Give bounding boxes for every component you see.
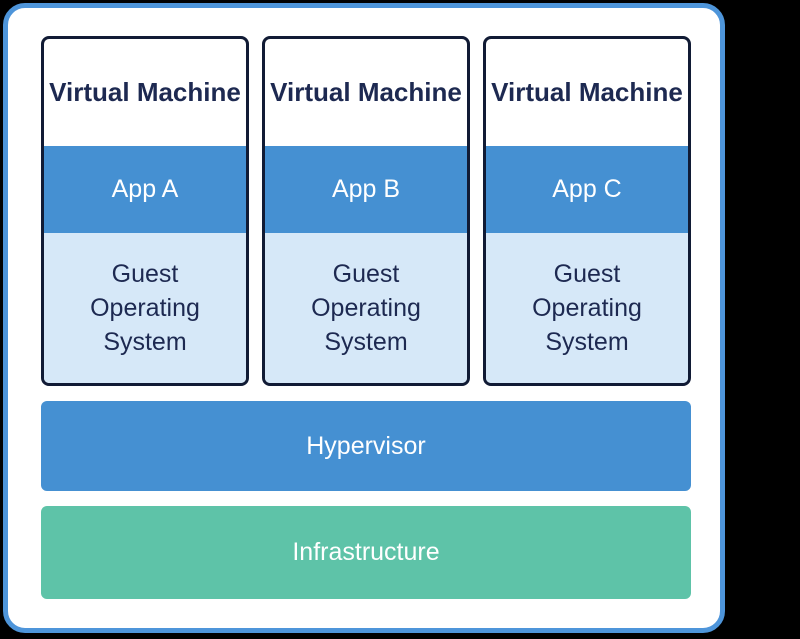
guest-os-block: Guest Operating System	[486, 233, 688, 383]
vm-row: Virtual Machine App A Guest Operating Sy…	[41, 36, 691, 386]
vm-title: Virtual Machine	[49, 77, 241, 107]
vm-box-2: Virtual Machine App B Guest Operating Sy…	[262, 36, 470, 386]
vm-title: Virtual Machine	[270, 77, 462, 107]
guest-os-label: Guest Operating System	[311, 260, 421, 356]
guest-os-block: Guest Operating System	[44, 233, 246, 383]
app-a-block: App A	[44, 146, 246, 233]
app-b-block: App B	[265, 146, 467, 233]
guest-os-label: Guest Operating System	[90, 260, 200, 356]
diagram-card: Virtual Machine App A Guest Operating Sy…	[3, 3, 725, 633]
vm-box-3: Virtual Machine App C Guest Operating Sy…	[483, 36, 691, 386]
guest-os-label: Guest Operating System	[532, 260, 642, 356]
hypervisor-bar: Hypervisor	[41, 401, 691, 491]
infrastructure-bar: Infrastructure	[41, 506, 691, 599]
guest-os-block: Guest Operating System	[265, 233, 467, 383]
vm-box-1: Virtual Machine App A Guest Operating Sy…	[41, 36, 249, 386]
app-c-block: App C	[486, 146, 688, 233]
vm-title: Virtual Machine	[491, 77, 683, 107]
